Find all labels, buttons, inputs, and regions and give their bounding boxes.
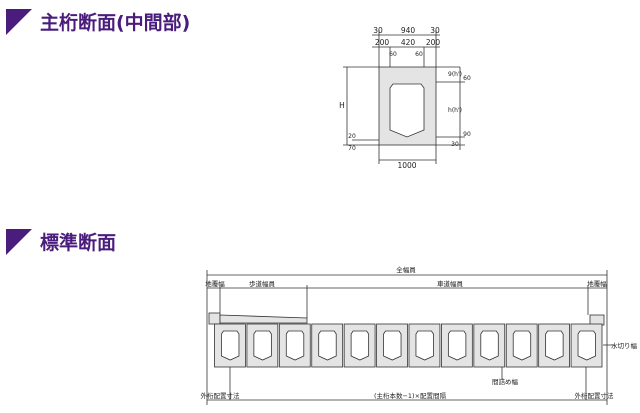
girder-void	[253, 330, 272, 361]
standard-section-drawing	[206, 270, 614, 405]
label-curb-width: 地覆幅	[205, 279, 225, 288]
dim-label: 60	[389, 51, 397, 58]
label-curb-width: 地覆幅	[587, 279, 607, 288]
label-total-width: 全幅員	[396, 265, 416, 274]
dim-label: 90	[463, 131, 471, 138]
dim-label: 60	[415, 51, 423, 58]
label-outer-girder: 外桁配置寸法	[575, 391, 615, 400]
girder-void	[545, 330, 564, 361]
dim-label: 940	[401, 26, 416, 35]
label-roadway-width: 車道幅員	[437, 279, 464, 288]
dim-label: 200	[426, 38, 441, 47]
dim-label: 200	[375, 38, 390, 47]
label-outer-girder: 外桁配置寸法	[201, 391, 241, 400]
dim-label: 30	[451, 141, 459, 148]
girder-void	[221, 330, 240, 361]
dim-label: h(h')	[448, 107, 462, 114]
triangle-icon	[6, 228, 32, 255]
girder-void	[512, 330, 532, 361]
girder-void	[480, 330, 499, 361]
girder-void	[383, 330, 402, 361]
dim-label: 30	[430, 26, 440, 35]
girder-void	[318, 330, 337, 361]
label-spacing: (主桁本数−1)×配置間隔	[374, 391, 447, 400]
dim-label: 70	[348, 145, 356, 152]
girder-void	[577, 330, 596, 361]
dim-label: 20	[348, 133, 356, 140]
triangle-icon	[6, 8, 32, 35]
girder-void	[285, 330, 305, 361]
label-drip-width: 水切り幅	[611, 341, 638, 350]
dim-label: H	[339, 101, 345, 110]
label-sidewalk-width: 歩道幅員	[249, 279, 276, 288]
dim-label: 30	[373, 26, 383, 35]
girder-section-drawing	[343, 30, 465, 164]
dim-label: 420	[401, 38, 416, 47]
dim-label: 60	[463, 75, 471, 82]
label-joint-width: 間詰め幅	[492, 377, 519, 386]
girder-void	[350, 330, 370, 361]
girder-void	[415, 330, 434, 361]
section-heading-girder: 主桁断面(中間部)	[6, 8, 190, 35]
section-heading-standard: 標準断面	[6, 228, 116, 255]
girder-void	[447, 330, 467, 361]
dim-label: 9(h')	[448, 71, 462, 78]
dim-label: 1000	[397, 161, 416, 170]
